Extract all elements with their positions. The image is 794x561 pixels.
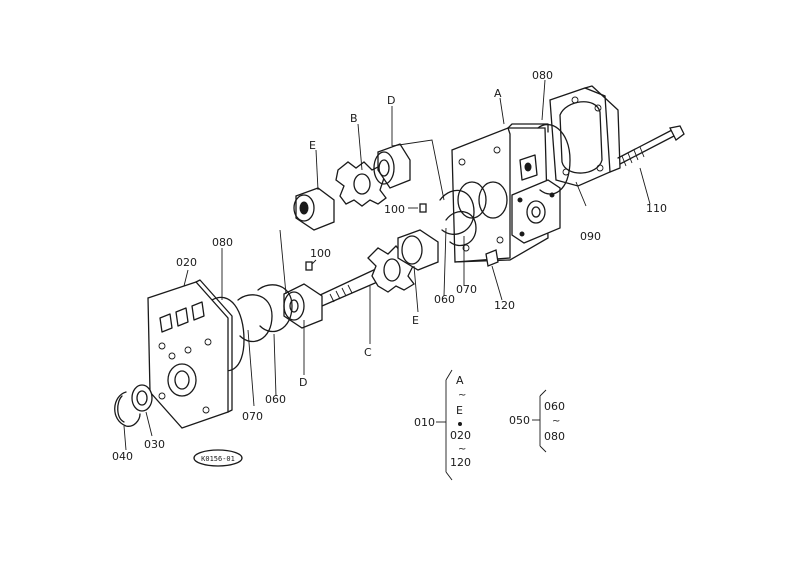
label-D-top: D <box>387 94 395 107</box>
bushing-D-top[interactable] <box>373 143 411 189</box>
label-030: 030 <box>144 438 165 451</box>
leader-lines <box>123 79 651 451</box>
pin-100-lower[interactable] <box>305 261 313 271</box>
label-080-left: 080 <box>212 236 233 249</box>
label-060-left: 060 <box>265 393 286 406</box>
legend-010-tilde-top: ~ <box>458 390 466 401</box>
label-070-right: 070 <box>456 283 477 296</box>
bushing-E-mid[interactable] <box>397 229 439 271</box>
seal-070-right[interactable] <box>445 210 477 247</box>
label-090: 090 <box>580 230 601 243</box>
legend-050-to: 080 <box>544 430 565 443</box>
seal-060-right[interactable] <box>439 189 475 235</box>
pin-100-mid[interactable] <box>419 203 427 213</box>
bearing-E-top[interactable] <box>293 187 335 231</box>
diagram-code-badge: K0156-01 <box>193 449 243 467</box>
legend-050-label: 050 <box>509 414 530 427</box>
diagram-code-text: K0156-01 <box>201 455 235 463</box>
legend-010-to-bottom: 120 <box>450 456 471 469</box>
circlip-040[interactable] <box>114 391 141 427</box>
legend-010-label: 010 <box>414 416 435 429</box>
label-040: 040 <box>112 450 133 463</box>
rear-cover-090[interactable] <box>549 85 621 187</box>
label-070-left: 070 <box>242 410 263 423</box>
dowel-pin-120[interactable] <box>485 249 499 267</box>
legend-010-tilde-bottom: ~ <box>458 444 466 455</box>
label-060-right: 060 <box>434 293 455 306</box>
legend-050-tilde: ~ <box>552 416 560 427</box>
legend-050: 050 060 ~ 080 <box>509 389 565 453</box>
oil-seal-030[interactable] <box>131 384 153 412</box>
label-C: C <box>364 346 372 359</box>
label-020: 020 <box>176 256 197 269</box>
seal-070-left[interactable] <box>237 294 273 342</box>
seal-060-left[interactable] <box>257 284 293 332</box>
legend-050-from: 060 <box>544 400 565 413</box>
label-080-right: 080 <box>532 69 553 82</box>
bolt-110[interactable] <box>617 125 685 167</box>
legend-010-to-top: E <box>456 404 463 417</box>
label-110: 110 <box>646 202 667 215</box>
label-A: A <box>494 87 502 100</box>
housing-port-boss <box>511 179 561 244</box>
bearing-D-bottom[interactable] <box>283 283 323 329</box>
label-100-mid: 100 <box>384 203 405 216</box>
gasket-080-right[interactable] <box>537 123 571 195</box>
label-120: 120 <box>494 299 515 312</box>
label-100-lower: 100 <box>310 247 331 260</box>
legend-010: 010 A ~ E 020 ~ 120 <box>414 369 471 481</box>
front-cover-020[interactable] <box>147 279 233 429</box>
legend-010-from-top: A <box>456 374 464 387</box>
label-E-mid: E <box>412 314 419 327</box>
label-B: B <box>350 112 358 125</box>
label-E-top: E <box>309 139 316 152</box>
part-labels: A 080 090 110 B D E 100 100 C E 060 070 … <box>112 69 667 463</box>
label-D-bottom: D <box>299 376 307 389</box>
drive-gear-B[interactable] <box>335 161 387 207</box>
legend-010-from-bottom: 020 <box>450 429 471 442</box>
